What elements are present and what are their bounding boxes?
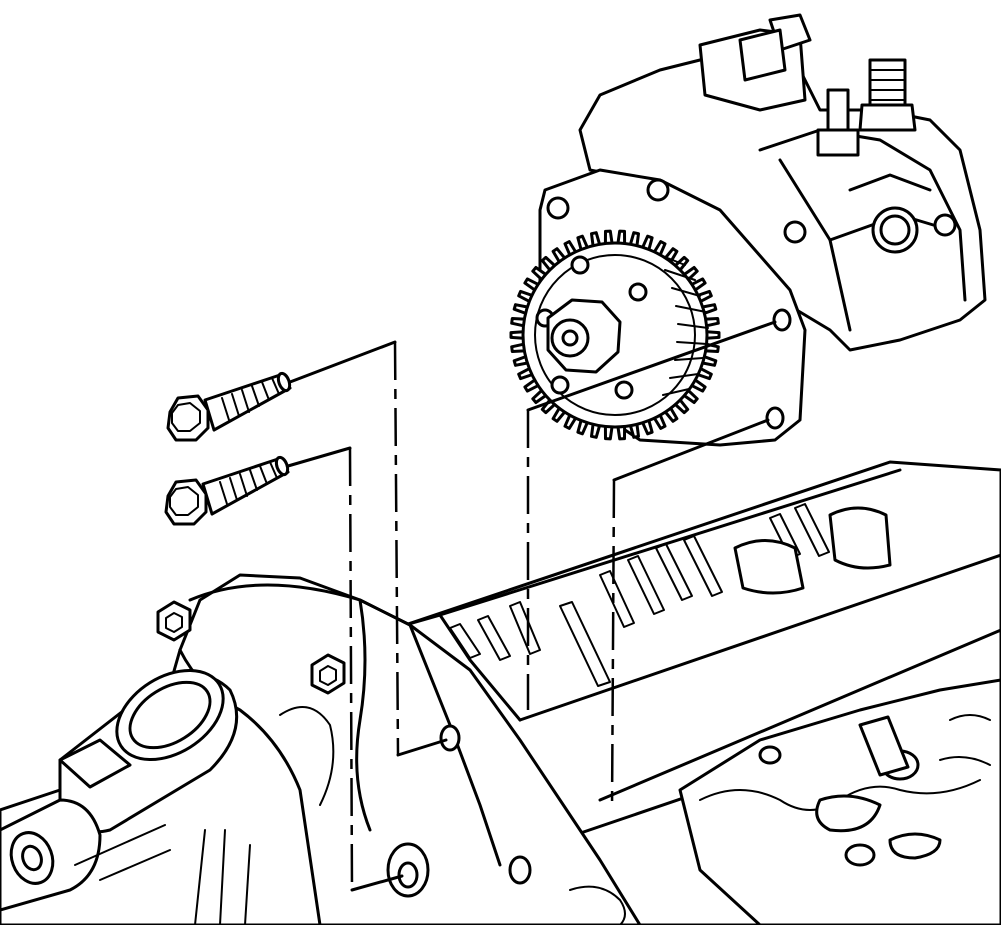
cover-bolt-hole-upper — [439, 724, 461, 752]
pump-side-plug — [871, 206, 957, 254]
leader-upper-bolt-b — [393, 341, 400, 756]
cover-pipe-stub — [0, 798, 171, 912]
leader-flange-lower-a — [612, 418, 770, 482]
flange-bolt-hole-lower — [765, 406, 785, 430]
gear-retaining-nut — [546, 298, 622, 374]
leader-lower-bolt-b — [348, 447, 354, 891]
leader-lower-bolt-c — [350, 874, 404, 892]
leader-lower-bolt-a — [286, 446, 352, 468]
cover-bolt-left — [156, 600, 192, 642]
assembly-leader-lines — [286, 320, 777, 892]
cover-outlet-boss — [58, 668, 239, 834]
leader-flange-upper-a — [526, 320, 777, 412]
fuel-injection-pump — [509, 13, 987, 447]
flange-bolt-hole-upper — [772, 308, 792, 332]
block-ribs — [449, 503, 892, 687]
pump-return-fitting — [816, 88, 860, 157]
mounting-bolt-lower — [164, 455, 290, 526]
pump-pressure-regulator — [698, 13, 812, 112]
cover-bolt-hole-lower — [386, 842, 430, 898]
engine-front-cover — [0, 573, 642, 925]
leader-upper-bolt-c — [396, 738, 448, 757]
cover-bolt-right — [310, 653, 346, 695]
mounting-bolt-upper — [166, 371, 292, 442]
cylinder-head — [678, 678, 1001, 925]
pump-inlet-fitting — [858, 58, 917, 132]
leader-flange-lower-b — [610, 479, 616, 811]
leader-upper-bolt-a — [288, 340, 397, 384]
